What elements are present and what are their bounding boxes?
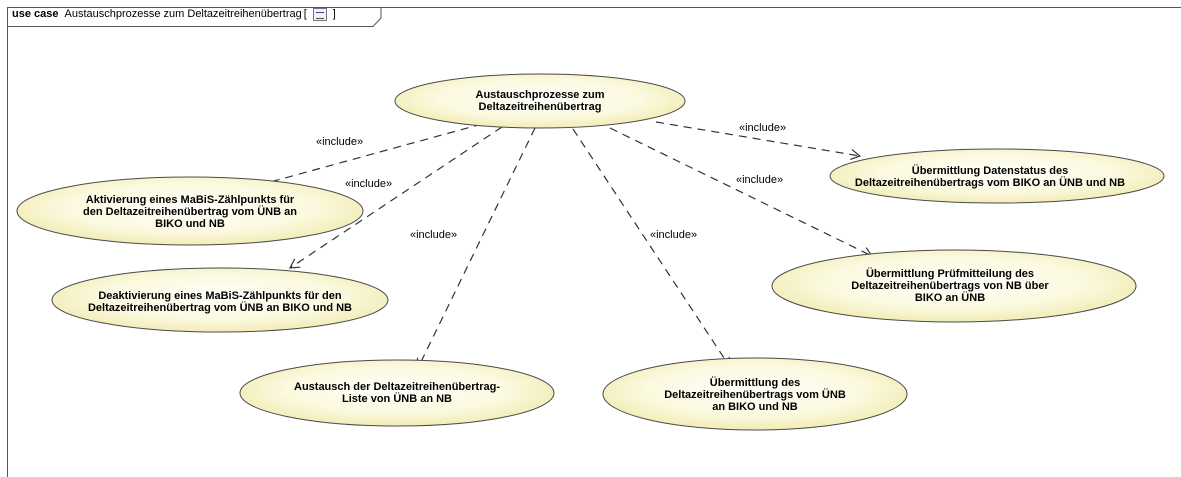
include-stereotype-activate: «include» xyxy=(316,136,364,148)
use-case-transmit-ellipse[interactable] xyxy=(602,357,908,431)
include-edge-transmit xyxy=(572,128,731,369)
include-edge-activate xyxy=(250,123,483,191)
frame-close-bracket: ] xyxy=(332,8,336,20)
frame-open-bracket: [ xyxy=(303,8,307,20)
include-stereotype-data-status: «include» xyxy=(739,122,787,134)
include-stereotype-exchange-list: «include» xyxy=(410,229,458,241)
use-case-data-status-ellipse[interactable] xyxy=(829,148,1165,204)
use-case-activate-ellipse[interactable] xyxy=(16,176,364,246)
include-edge-deactivate xyxy=(288,126,503,269)
include-stereotype-deactivate: «include» xyxy=(345,178,393,190)
include-edge-data-status xyxy=(655,121,862,161)
frame-border xyxy=(7,7,1181,477)
include-edge-exchange-list xyxy=(416,127,536,370)
use-case-main-ellipse[interactable] xyxy=(394,73,686,129)
frame-title-tab xyxy=(7,7,382,27)
frame-title: use case Austauschprozesse zum Deltazeit… xyxy=(12,6,338,22)
use-case-check-notice-ellipse[interactable] xyxy=(771,249,1137,323)
diagram-icon[interactable] xyxy=(312,7,327,21)
include-edge-check-notice xyxy=(609,127,874,258)
include-stereotype-transmit: «include» xyxy=(650,229,698,241)
frame-keyword: use case xyxy=(12,8,59,20)
use-case-exchange-list-ellipse[interactable] xyxy=(239,359,555,427)
frame-name: Austauschprozesse zum Deltazeitreihenübe… xyxy=(64,8,302,20)
include-stereotype-check-notice: «include» xyxy=(736,174,784,186)
use-case-deactivate-ellipse[interactable] xyxy=(51,267,389,333)
